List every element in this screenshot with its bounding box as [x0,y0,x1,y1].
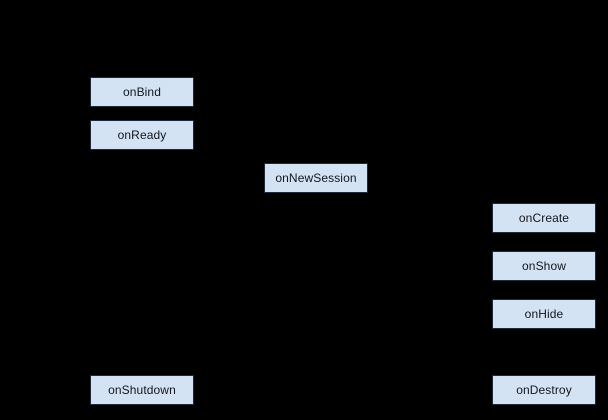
node-on-bind[interactable]: onBind [90,77,194,107]
node-label: onBind [123,85,161,99]
node-label: onReady [117,128,167,142]
node-label: onDestroy [516,383,572,397]
node-on-destroy[interactable]: onDestroy [492,375,596,405]
node-label: onShow [522,259,566,273]
node-on-show[interactable]: onShow [492,251,596,281]
node-label: onNewSession [275,171,357,185]
node-label: onShutdown [108,383,176,397]
node-on-shutdown[interactable]: onShutdown [90,375,194,405]
node-on-create[interactable]: onCreate [492,203,596,233]
node-label: onCreate [518,211,570,225]
node-label: onHide [524,307,564,321]
node-on-new-session[interactable]: onNewSession [264,163,368,193]
node-on-ready[interactable]: onReady [90,120,194,150]
node-on-hide[interactable]: onHide [492,299,596,329]
